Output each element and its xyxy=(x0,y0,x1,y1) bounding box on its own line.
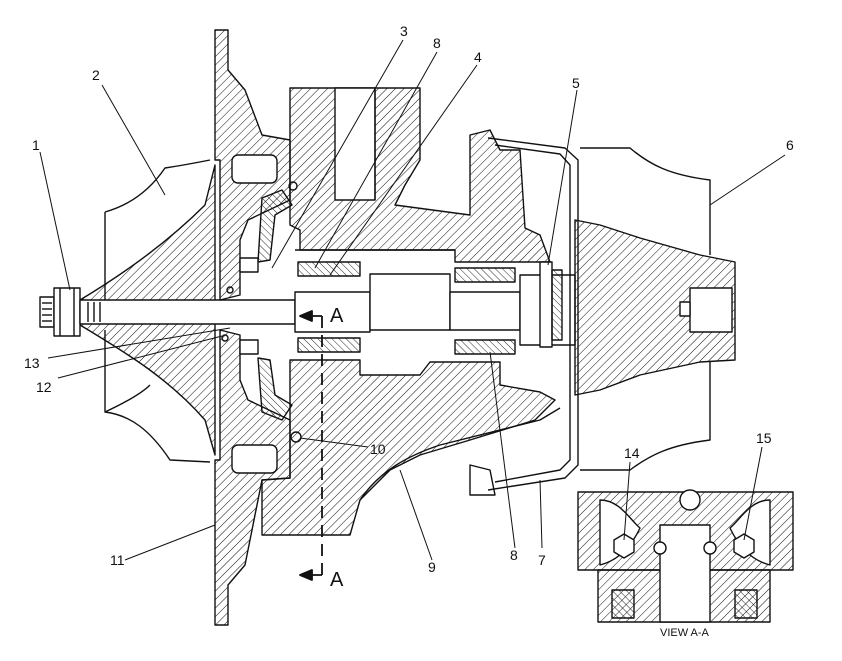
bearing-housing-upper xyxy=(289,87,551,263)
o-ring-upper xyxy=(288,181,298,191)
view-caption: VIEW A-A xyxy=(660,627,710,639)
callout-12: 12 xyxy=(36,379,52,395)
journal-bearing-rear xyxy=(454,267,516,355)
callout-7: 7 xyxy=(538,552,546,568)
callout-1: 1 xyxy=(32,137,40,153)
callout-4: 4 xyxy=(474,49,482,65)
journal-bearing-front xyxy=(297,261,361,353)
callout-3: 3 xyxy=(400,23,408,39)
callout-8-bottom: 8 xyxy=(510,547,518,563)
callout-10: 10 xyxy=(370,441,386,457)
callout-8-top: 8 xyxy=(433,35,441,51)
callout-13: 13 xyxy=(24,355,40,371)
shaft-nut xyxy=(39,287,81,337)
callout-5: 5 xyxy=(572,75,580,91)
callout-6: 6 xyxy=(786,137,794,153)
bearing-housing-lower xyxy=(261,359,561,536)
rotor-shaft xyxy=(79,273,576,346)
thrust-collar xyxy=(221,189,293,421)
callout-2: 2 xyxy=(92,67,100,83)
piston-ring-seal xyxy=(539,261,563,348)
o-ring-lower xyxy=(290,431,302,443)
callout-14: 14 xyxy=(624,445,640,461)
section-marker-bottom: A xyxy=(330,569,344,591)
section-line xyxy=(299,310,323,581)
section-marker-top: A xyxy=(330,305,344,327)
view-a-a-inset xyxy=(577,489,794,623)
callout-11: 11 xyxy=(110,552,125,568)
callout-15: 15 xyxy=(756,430,772,446)
turbine-wheel xyxy=(574,147,736,471)
compressor-housing-flange xyxy=(214,29,291,626)
leader-lines xyxy=(39,39,786,561)
callout-9: 9 xyxy=(428,559,436,575)
